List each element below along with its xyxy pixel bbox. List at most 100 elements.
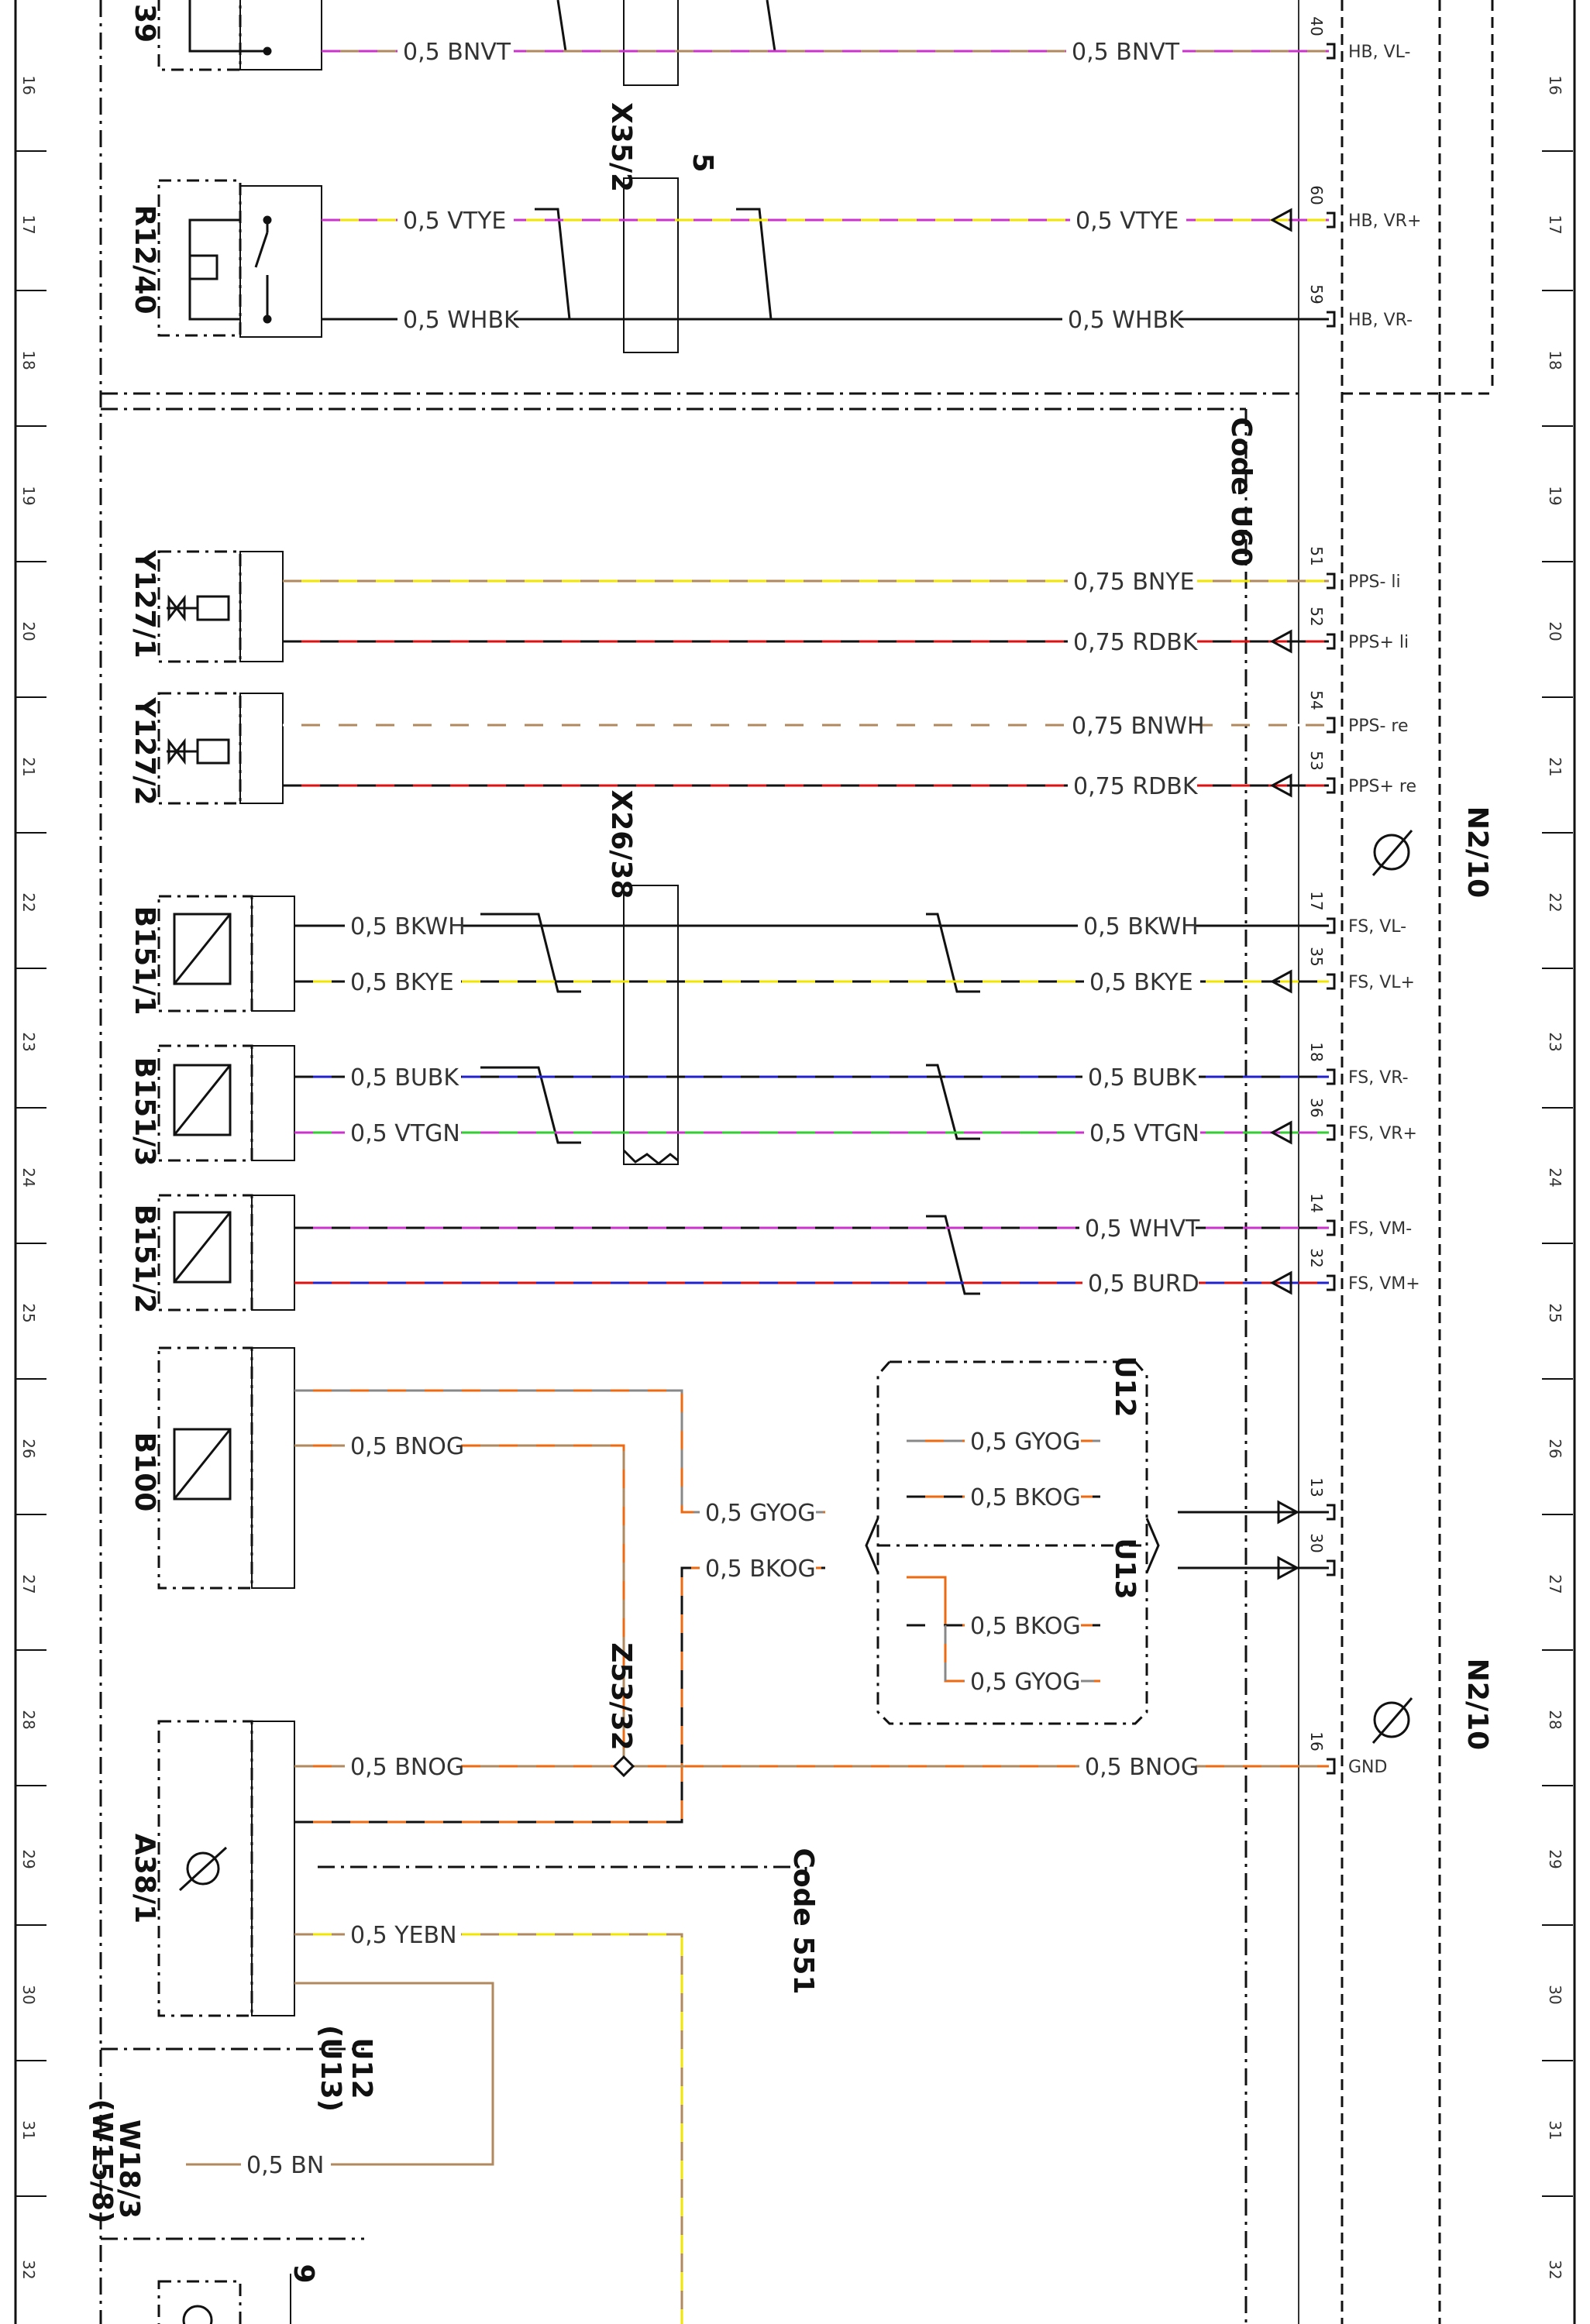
- wire-label-text: 0,5 BUBK: [350, 1064, 459, 1092]
- grid-row-label: 22: [19, 892, 38, 912]
- wire-label-bnog-a38-left: 0,5 BNOG: [345, 1751, 464, 1781]
- pin-number: 30: [1307, 1533, 1326, 1552]
- pin-signal: FS, VR-: [1348, 1068, 1409, 1088]
- component-label-x26-38: X26/38: [605, 789, 637, 899]
- component-label-r12-39: 39: [129, 4, 160, 43]
- wire-label-bubk-right: 0,5 BUBK: [1082, 1061, 1199, 1092]
- pin-number: 52: [1307, 607, 1326, 626]
- arrow-icon: [1269, 969, 1292, 994]
- grid-row-label: 20: [1546, 621, 1564, 641]
- component-y127-1: [157, 550, 284, 663]
- pin-number: 54: [1307, 690, 1326, 710]
- component-label-b100: B100: [129, 1432, 160, 1512]
- component-label-u12-small: U12: [346, 2037, 377, 2099]
- component-label-b151-3: B151/3: [129, 1057, 160, 1167]
- pin-signal: GND: [1348, 1758, 1387, 1777]
- pin-bracket-icon: [1327, 917, 1336, 934]
- pin-signal: FS, VL+: [1348, 973, 1415, 992]
- pin-bracket-icon: [1327, 1559, 1336, 1576]
- component-label-x35-2-pin: 5: [687, 153, 718, 172]
- component-label-w18-3: W18/3: [113, 2119, 145, 2219]
- arrow-icon: [1269, 208, 1292, 232]
- wire-label-vtye-left: 0,5 VTYE: [398, 205, 514, 235]
- component-label-y127-1: Y127/1: [129, 549, 160, 658]
- pin-number: 53: [1307, 751, 1326, 770]
- wire-label-gyog-mid: 0,5 GYOG: [700, 1497, 816, 1527]
- grid-row-label: 29: [19, 1849, 38, 1868]
- wire-label-text: 0,5 BN: [246, 2152, 324, 2179]
- arrow-icon: [1277, 1556, 1300, 1580]
- grid-row-label: 17: [1546, 215, 1564, 234]
- grid-row-label: 28: [19, 1710, 38, 1729]
- component-label-b151-2: B151/2: [129, 1205, 160, 1314]
- grid-row-label: 23: [19, 1032, 38, 1051]
- pin-bracket-icon: [1327, 717, 1336, 734]
- pin-signal: PPS+ re: [1348, 777, 1416, 796]
- wire-label-text: 0,75 RDBK: [1073, 773, 1199, 800]
- grid-row-label: 20: [19, 621, 38, 641]
- wire-label-burd-right: 0,5 BURD: [1082, 1267, 1199, 1298]
- grid-row-label: 27: [19, 1574, 38, 1593]
- wire-label-text: 0,5 WHBK: [1068, 307, 1185, 334]
- wire-label-text: 0,5 BNOG: [350, 1433, 464, 1460]
- pin-number: 32: [1307, 1248, 1326, 1267]
- wire-label-text: 0,5 BNVT: [1072, 39, 1180, 66]
- component-r12-40: [157, 179, 322, 338]
- pin-signal: FS, VM-: [1348, 1219, 1412, 1239]
- grid-row-label: 21: [19, 757, 38, 776]
- grid-row-label: 21: [1546, 757, 1564, 776]
- wire-label-text: 0,5 VTYE: [403, 208, 506, 235]
- pin-number: 59: [1307, 284, 1326, 304]
- pin-bracket-icon: [1327, 311, 1336, 328]
- wire-label-bubk-left: 0,5 BUBK: [345, 1061, 461, 1092]
- pin-signal: PPS- re: [1348, 717, 1409, 736]
- pin-signal: FS, VM+: [1348, 1274, 1420, 1294]
- wire-label-bkog-u12: 0,5 BKOG: [965, 1481, 1081, 1511]
- pin-bracket-icon: [1327, 1068, 1336, 1085]
- pin-number: 35: [1307, 947, 1326, 966]
- wire-label-text: 0,5 BKOG: [970, 1484, 1081, 1511]
- wire-label-text: 0,5 VTGN: [350, 1120, 460, 1147]
- grid-row-label: 23: [1546, 1032, 1564, 1051]
- wire-label-text: 0,5 GYOG: [705, 1500, 816, 1527]
- wire-label-text: 0,5 BURD: [1088, 1270, 1199, 1298]
- grid-row-label: 27: [1546, 1574, 1564, 1593]
- grid-row-label: 24: [19, 1167, 38, 1187]
- grid-row-label: 29: [1546, 1849, 1564, 1868]
- wire-label-text: 0,5 BNVT: [403, 39, 511, 66]
- pin-bracket-icon: [1327, 43, 1336, 60]
- pin-number: 40: [1307, 16, 1326, 36]
- component-label-r12-40: R12/40: [129, 205, 160, 314]
- component-label-n2-10-top: N2/10: [1461, 806, 1493, 898]
- pin-bracket-icon: [1327, 1219, 1336, 1236]
- grid-row-label: 31: [1546, 2120, 1564, 2140]
- component-label-y127-2: Y127/2: [129, 696, 160, 805]
- wire-label-bn: 0,5 BN: [241, 2149, 331, 2179]
- grid-row-label: 32: [1546, 2260, 1564, 2279]
- wire-label-vtgn-right: 0,5 VTGN: [1084, 1117, 1200, 1147]
- wire-label-text: 0,5 GYOG: [970, 1669, 1081, 1696]
- connector-x35-2: [535, 0, 794, 353]
- component-label-n2-10-bottom: N2/10: [1461, 1659, 1493, 1750]
- n2-10-bus: [1244, 0, 1494, 2324]
- sheet-frame: [14, 0, 1576, 2324]
- wire-label-bkog-u13: 0,5 BKOG: [965, 1610, 1081, 1640]
- wire-label-rdbk2-right: 0,75 RDBK: [1068, 770, 1199, 800]
- pin-signal: HB, VR+: [1348, 211, 1421, 231]
- grid-row-label: 17: [19, 215, 38, 234]
- pin-bracket-icon: [1327, 1504, 1336, 1521]
- grid-row-label: 18: [19, 350, 38, 370]
- arrow-icon: [1269, 773, 1292, 798]
- pin-number: 13: [1307, 1477, 1326, 1497]
- component-label-pin-9: 9: [287, 2264, 319, 2283]
- connector-x26-38: [480, 885, 980, 1295]
- code-551: Code 551: [787, 1848, 819, 1994]
- wire-label-whbk-right: 0,5 WHBK: [1062, 304, 1185, 334]
